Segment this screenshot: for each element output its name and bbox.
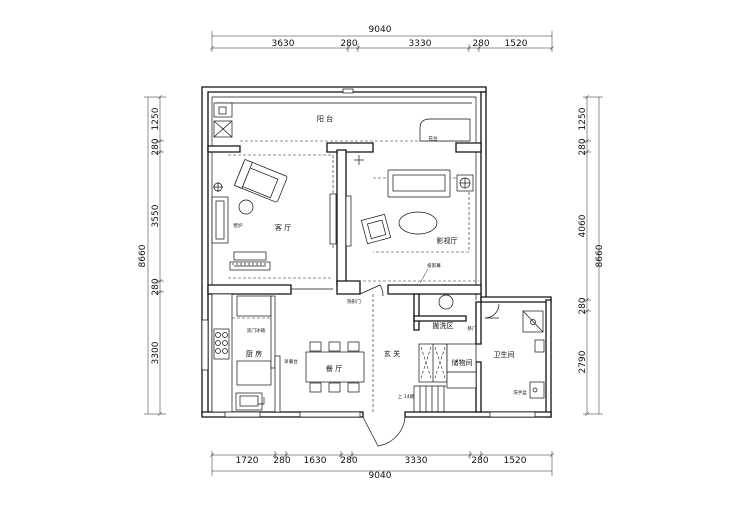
left-dimension-4: 280: [151, 278, 161, 295]
entrance-label: 玄 关: [384, 349, 400, 358]
left-dimension-3: 3550: [151, 204, 161, 227]
entrance: [413, 385, 446, 412]
media-room-label: 影视厅: [437, 236, 458, 245]
dining-table-icon: [305, 351, 365, 383]
media-room: [345, 155, 479, 282]
kitchen-island-icon: [236, 360, 272, 386]
top-total-dimension: 9040: [369, 25, 392, 35]
right-total-dimension: 8660: [595, 244, 605, 267]
armchair-icon: [456, 174, 474, 192]
projection-screen-label: 投影幕: [427, 262, 441, 269]
bathroom-label: 卫生间: [494, 350, 515, 359]
toilet-icon: [534, 339, 545, 353]
laundry-area: [418, 294, 477, 389]
top-dimension-3: 3330: [409, 39, 432, 49]
dining-room-label: 餐 厅: [326, 364, 342, 373]
living-room-label: 客 厅: [275, 223, 291, 232]
stove-icon: [213, 328, 230, 360]
left-dimensions: [144, 94, 166, 417]
top-dimension-2: 280: [340, 39, 357, 49]
top-dimension-5: 1520: [505, 39, 528, 49]
bottom-dimension-4: 280: [340, 456, 357, 466]
breakfast-bar-label: 早餐台: [284, 358, 298, 365]
top-dimension-4: 280: [472, 39, 489, 49]
left-dimension-5: 3300: [151, 341, 161, 364]
piano-icon: [229, 251, 271, 271]
kitchen: [211, 293, 276, 413]
laundry-label: 搬洗区: [433, 321, 454, 330]
bottom-dimension-2: 280: [273, 456, 290, 466]
armchair-icon: [360, 213, 392, 245]
bottom-dimensions: [209, 451, 555, 476]
lounge-chair-icon: [233, 158, 288, 203]
fireplace-label: 壁炉: [233, 222, 243, 229]
right-dimensions: [583, 94, 603, 417]
fridge-icon: [236, 295, 272, 317]
bottom-dimension-6: 280: [471, 456, 488, 466]
balcony-area: [213, 88, 472, 142]
fireplace-icon: [211, 196, 229, 244]
right-dimension-2: 280: [578, 138, 588, 155]
left-dimension-1: 1250: [151, 107, 161, 130]
leader-line: [419, 268, 429, 284]
balcony-label: 阳 台: [317, 114, 333, 123]
hidden-door-label: 隐形门: [347, 298, 361, 305]
coffee-table-icon: [398, 211, 438, 235]
living-room: [211, 154, 337, 279]
bottom-total-dimension: 9040: [369, 471, 392, 481]
top-dimension-1: 3630: [272, 39, 295, 49]
bottom-dimension-3: 1630: [304, 456, 327, 466]
top-dimensions: [209, 31, 555, 52]
right-dimension-1: 1250: [578, 107, 588, 130]
storage-label: 储物间: [452, 358, 473, 367]
tv-cabinet-icon: [329, 193, 337, 245]
dining-room: [274, 294, 374, 413]
bottom-dimension-7: 1520: [504, 456, 527, 466]
side-table-icon: [238, 199, 254, 215]
doors: [291, 284, 500, 447]
kitchen-label: 厨 房: [246, 349, 262, 358]
tv-cabinet-icon: [345, 195, 352, 247]
right-dimension-3: 4060: [578, 214, 588, 237]
wash-basin-label: 洗手盆: [513, 389, 527, 396]
floor-lamp-icon: [213, 182, 223, 192]
left-total-dimension: 8660: [138, 244, 148, 267]
bottom-dimension-5: 3330: [405, 456, 428, 466]
planter-label: 花台: [428, 135, 438, 142]
right-dimension-4: 280: [578, 297, 588, 314]
bathroom: [522, 310, 545, 399]
sliding-door-label: 移门: [467, 325, 477, 332]
stairs-label: 上 14踏: [398, 393, 415, 400]
windows: [201, 319, 536, 418]
bottom-dimension-1: 1720: [236, 456, 259, 466]
interior-walls: [207, 142, 482, 413]
right-dimension-5: 2790: [578, 350, 588, 373]
washing-machine-icon: [438, 294, 454, 310]
left-dimension-2: 280: [151, 138, 161, 155]
fridge-label: 双门冰箱: [247, 327, 266, 334]
